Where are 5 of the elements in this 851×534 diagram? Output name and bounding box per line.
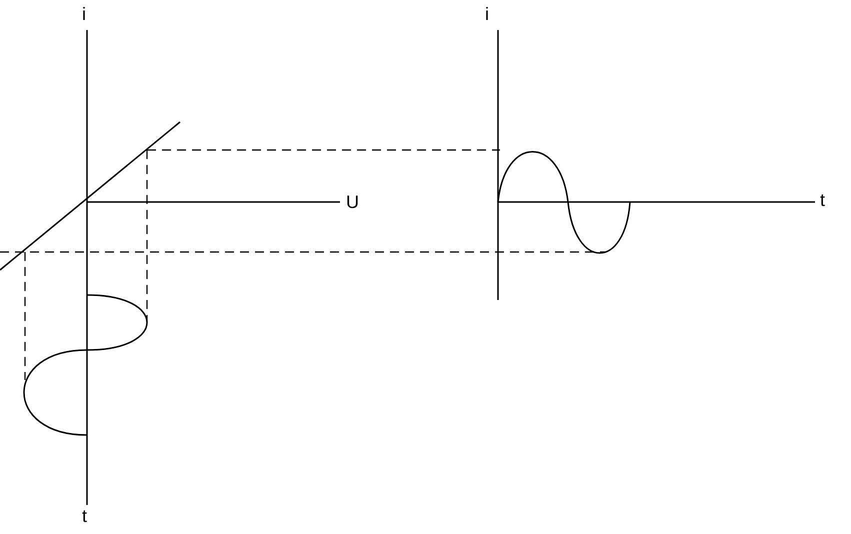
axis-label: i <box>485 4 489 24</box>
axis-label: t <box>82 506 88 526</box>
axis-label: i <box>82 4 86 24</box>
axis-label: t <box>820 190 826 210</box>
axis-label: U <box>346 192 359 212</box>
